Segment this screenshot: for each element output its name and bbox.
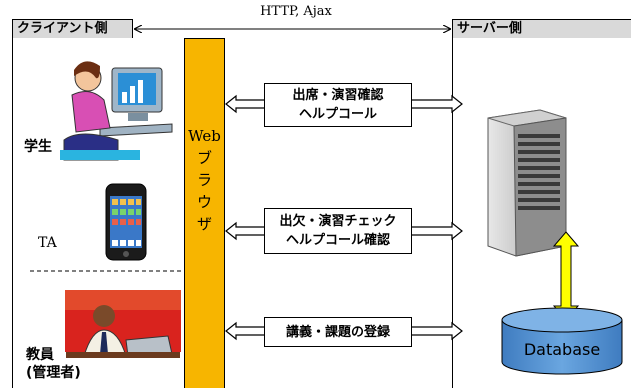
actor-label-teacher-line-2: (管理者) xyxy=(26,365,81,381)
server-database-sync-arrow xyxy=(552,231,580,321)
server-side-header: サーバー側 xyxy=(452,19,631,40)
teacher-laptop-icon xyxy=(65,290,181,358)
message-3-line-1: 講義・課題の登録 xyxy=(285,324,390,340)
actor-label-teacher-line-1: 教員 xyxy=(26,347,54,363)
database-label: Database xyxy=(523,340,601,359)
message-1-line-1: 出席・演習確認 xyxy=(292,88,384,103)
actor-label-teacher: 教員 (管理者) xyxy=(26,346,81,382)
message-box-registration: 講義・課題の登録 xyxy=(264,317,412,347)
browser-label-web: Web xyxy=(188,127,221,145)
actor-label-ta: TA xyxy=(38,235,57,251)
message-box-attendance: 出席・演習確認ヘルプコール xyxy=(264,83,412,127)
message-2-line-1: 出欠・演習チェック xyxy=(279,214,397,229)
message-2-line-2: ヘルプコール確認 xyxy=(285,233,390,248)
web-browser-column: Web ブラウザ xyxy=(184,38,225,388)
student-computer-icon xyxy=(60,61,173,161)
database-icon xyxy=(501,307,623,375)
message-box-check: 出欠・演習チェックヘルプコール確認 xyxy=(264,208,412,254)
server-tower-icon xyxy=(487,109,567,257)
smartphone-icon xyxy=(105,183,147,261)
protocol-label: HTTP, Ajax xyxy=(260,4,332,19)
browser-label-kana: ブラウザ xyxy=(196,149,212,233)
message-1-line-2: ヘルプコール xyxy=(298,107,377,122)
actor-label-student: 学生 xyxy=(24,139,52,155)
browser-label: Web ブラウザ xyxy=(185,125,224,235)
